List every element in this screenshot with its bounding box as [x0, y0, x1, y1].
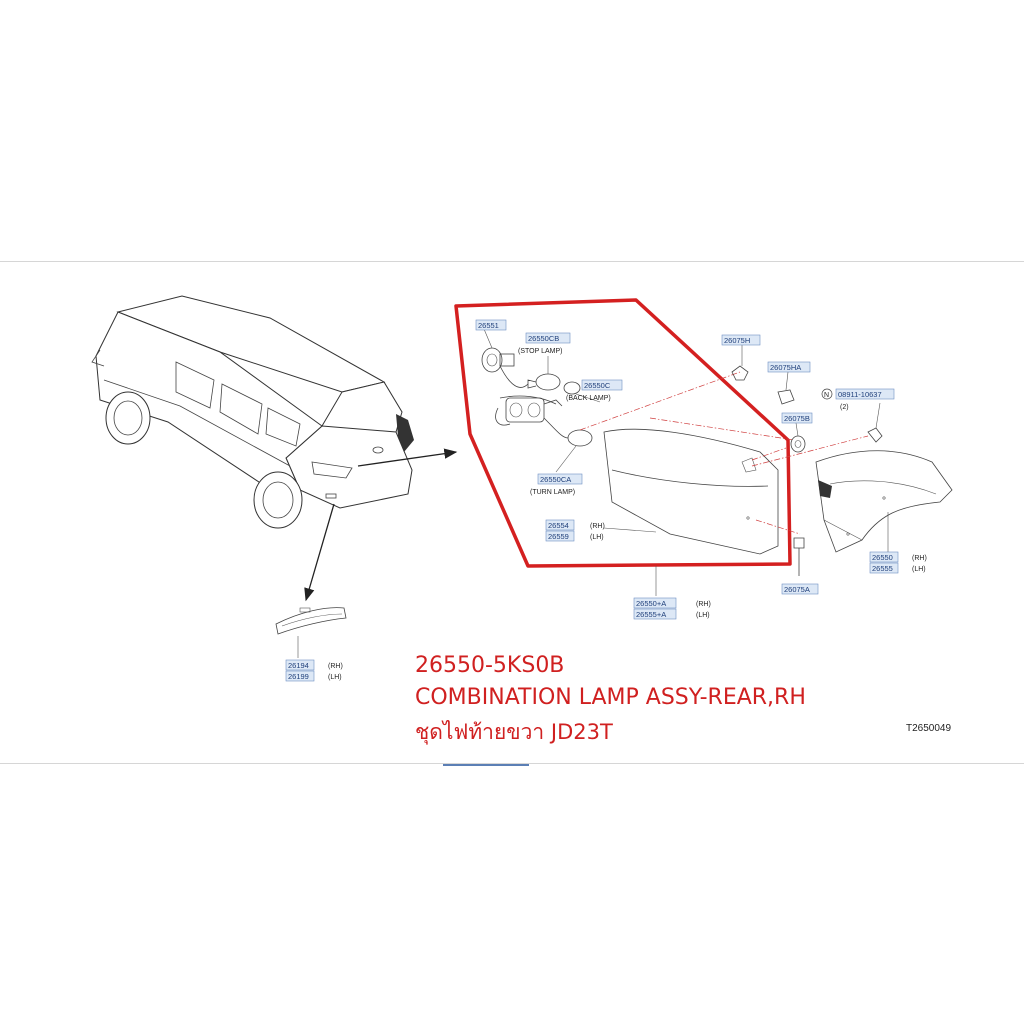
- complete-lamp-assembly: [815, 450, 953, 553]
- lh-label: (LH): [912, 566, 926, 573]
- svg-text:08911-10637: 08911-10637: [838, 390, 882, 399]
- reflector-illustration: [275, 607, 347, 635]
- lh-label: (LH): [328, 674, 342, 681]
- carousel-indicator[interactable]: [443, 764, 529, 766]
- n-mark: N: [824, 392, 829, 399]
- svg-text:26550+A: 26550+A: [636, 599, 666, 608]
- svg-text:26194: 26194: [288, 661, 309, 670]
- part-name-title: COMBINATION LAMP ASSY-REAR,RH: [415, 685, 806, 710]
- stop-lamp-label: (STOP LAMP): [518, 348, 562, 355]
- svg-text:26555: 26555: [872, 564, 893, 573]
- callout-26550a[interactable]: 26550+A: [633, 597, 677, 609]
- diagram-code: T2650049: [906, 723, 951, 734]
- fasteners: [731, 365, 883, 576]
- callout-26075h[interactable]: 26075H: [721, 334, 761, 346]
- callout-26075b[interactable]: 26075B: [781, 412, 813, 424]
- svg-text:26550: 26550: [872, 553, 893, 562]
- callout-26554[interactable]: 26554: [545, 519, 575, 531]
- svg-text:26550CB: 26550CB: [528, 334, 559, 343]
- rh-label: (RH): [696, 601, 711, 608]
- svg-text:26550C: 26550C: [584, 381, 611, 390]
- callout-26075a[interactable]: 26075A: [781, 583, 819, 595]
- callout-26550[interactable]: 26550: [869, 551, 899, 563]
- arrow-to-reflector: [304, 503, 335, 602]
- arrow-to-rear-lamp: [357, 448, 458, 467]
- callout-26555a[interactable]: 26555+A: [633, 608, 677, 620]
- callout-26559[interactable]: 26559: [545, 530, 575, 542]
- bulb-sockets: [481, 347, 593, 447]
- callout-26550c[interactable]: 26550C: [581, 379, 623, 391]
- svg-text:26075B: 26075B: [784, 414, 810, 423]
- callout-26199[interactable]: 26199: [285, 670, 315, 682]
- svg-text:26199: 26199: [288, 672, 309, 681]
- turn-lamp-label: (TURN LAMP): [530, 489, 575, 496]
- svg-text:26554: 26554: [548, 521, 569, 530]
- vehicle-illustration: [91, 295, 414, 529]
- svg-text:26075HA: 26075HA: [770, 363, 801, 372]
- callout-08911-10637[interactable]: N 08911-10637: [821, 388, 895, 400]
- callout-26194[interactable]: 26194: [285, 659, 315, 671]
- rh-label: (RH): [590, 523, 605, 530]
- svg-text:26550CA: 26550CA: [540, 475, 571, 484]
- svg-text:26075A: 26075A: [784, 585, 810, 594]
- svg-text:26551: 26551: [478, 321, 499, 330]
- svg-text:26075H: 26075H: [724, 336, 750, 345]
- rh-label: (RH): [912, 555, 927, 562]
- highlight-outline: [454, 298, 792, 568]
- callout-26551[interactable]: 26551: [475, 319, 507, 331]
- quantity-label: (2): [840, 404, 849, 411]
- rh-label: (RH): [328, 663, 343, 670]
- lh-label: (LH): [590, 534, 604, 541]
- svg-text:26555+A: 26555+A: [636, 610, 666, 619]
- callout-26550ca[interactable]: 26550CA: [537, 473, 583, 485]
- back-lamp-label: (BACK LAMP): [566, 395, 611, 402]
- lamp-lens: [603, 428, 779, 555]
- part-number-title: 26550-5KS0B: [415, 653, 564, 678]
- svg-text:26559: 26559: [548, 532, 569, 541]
- part-thai-name: ชุดไฟท้ายขวา JD23T: [415, 720, 613, 745]
- lh-label: (LH): [696, 612, 710, 619]
- top-separator: [0, 261, 1024, 262]
- callout-26555[interactable]: 26555: [869, 562, 899, 574]
- callout-26550cb[interactable]: 26550CB: [525, 332, 571, 344]
- bottom-separator: [0, 763, 1024, 764]
- callout-26075ha[interactable]: 26075HA: [767, 361, 811, 373]
